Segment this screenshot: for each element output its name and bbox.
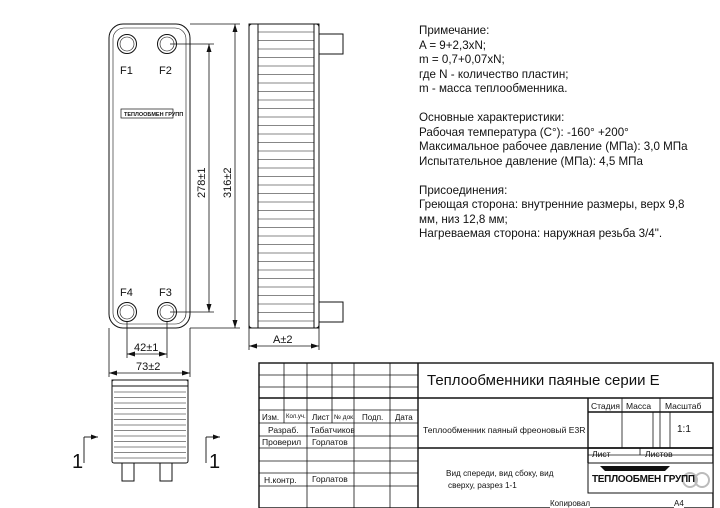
checker-name: Горлатов [312,437,348,447]
view-description-2: сверху, разрез 1-1 [448,481,517,490]
dim-height-outer: 316±2 [222,167,234,198]
top-body [111,379,189,464]
header-kol-uch: Кол.уч. [286,414,306,420]
note-line: m - масса теплообменника. [419,82,568,95]
row-norm-label: Н.контр. [264,475,297,485]
note-line: где N - количество пластин; [419,67,569,81]
scale-value: 1:1 [677,424,691,435]
side-top-fitting [318,33,344,55]
side-body [248,23,320,329]
port-f1-circle [117,34,137,54]
format-label: А4 [674,499,684,508]
section-mark-left: 1 [72,451,83,473]
note-line: Испытательное давление (МПа): 4,5 МПа [419,154,643,168]
norm-name: Горлатов [312,474,348,484]
side-bottom-fitting [318,301,344,323]
dim-depth: A±2 [273,334,293,346]
dim-width-ports: 42±1 [134,342,158,354]
front-plate-outline [108,23,191,329]
copied-label: Копировал [550,499,591,508]
front-plate-inner [112,27,187,325]
port-f2-label: F2 [159,65,172,77]
top-fitting-right [159,462,173,482]
header-data: Дата [395,413,413,422]
plate-logo-frame [120,108,174,119]
dim-width-total: 73±2 [136,361,160,373]
note-line: Максимальное рабочее давление (МПа): 3,0… [419,140,688,153]
side-plate-lines [258,31,314,322]
side-front-cover [248,23,259,329]
stage-label: Стадия [591,401,620,411]
sheets-label: Листов [645,449,673,459]
company-logo [587,462,714,494]
note-line: Нагреваемая сторона: наружная резьба 3/4… [419,227,663,240]
header-list: Лист [312,413,330,422]
header-podp: Подп. [362,413,384,422]
dim-height-inner: 278±1 [196,167,208,198]
side-back-cover [313,23,320,329]
header-doc: № док. [334,414,355,421]
scale-label: Масштаб [665,401,702,411]
side-view [248,23,344,329]
top-front-cover [111,379,189,387]
note-line: Основные характеристики: [419,111,565,124]
row-checked-label: Проверил [262,437,302,447]
title-block-frame [258,362,714,508]
note-line: Рабочая температура (С°): -160° +200° [419,125,629,139]
plate-logo-text: ТЕПЛООБМЕН ГРУПП [124,112,183,118]
developer-name: Табатчиков [310,425,355,435]
mass-label: Масса [626,401,652,411]
note-line: A = 9+2,3xN; [419,38,487,52]
port-f4-circle [117,302,137,322]
note-line: мм, низ 12,8 мм; [419,212,508,226]
header-izm: Изм. [262,413,280,422]
port-f3-label: F3 [159,287,172,299]
view-description-1: Вид спереди, вид сбоку, вид [446,469,554,478]
product-name: Теплообменник паяный фреоновый E3R [423,425,586,435]
section-mark-right: 1 [209,451,220,473]
note-line: Присоединения: [419,183,508,197]
note-line: Греющая сторона: внутренние размеры, вер… [419,198,685,211]
note-line [419,97,688,112]
notes-block: Примечание: A = 9+2,3xN; m = 0,7+0,07xN;… [419,24,688,242]
port-f1-label: F1 [120,65,133,77]
note-line [419,169,688,184]
top-view [111,379,189,482]
row-developed-label: Разраб. [268,425,299,435]
series-title: Теплообменники паяные серии Е [427,372,660,389]
note-line: Примечание: [419,24,490,37]
company-name: ТЕПЛООБМЕН ГРУПП [592,474,695,485]
port-f4-label: F4 [120,287,133,299]
note-line: m = 0,7+0,07xN; [419,53,505,66]
top-plate-lines [114,391,186,459]
sheet-label: Лист [592,449,611,459]
top-fitting-left [121,462,135,482]
